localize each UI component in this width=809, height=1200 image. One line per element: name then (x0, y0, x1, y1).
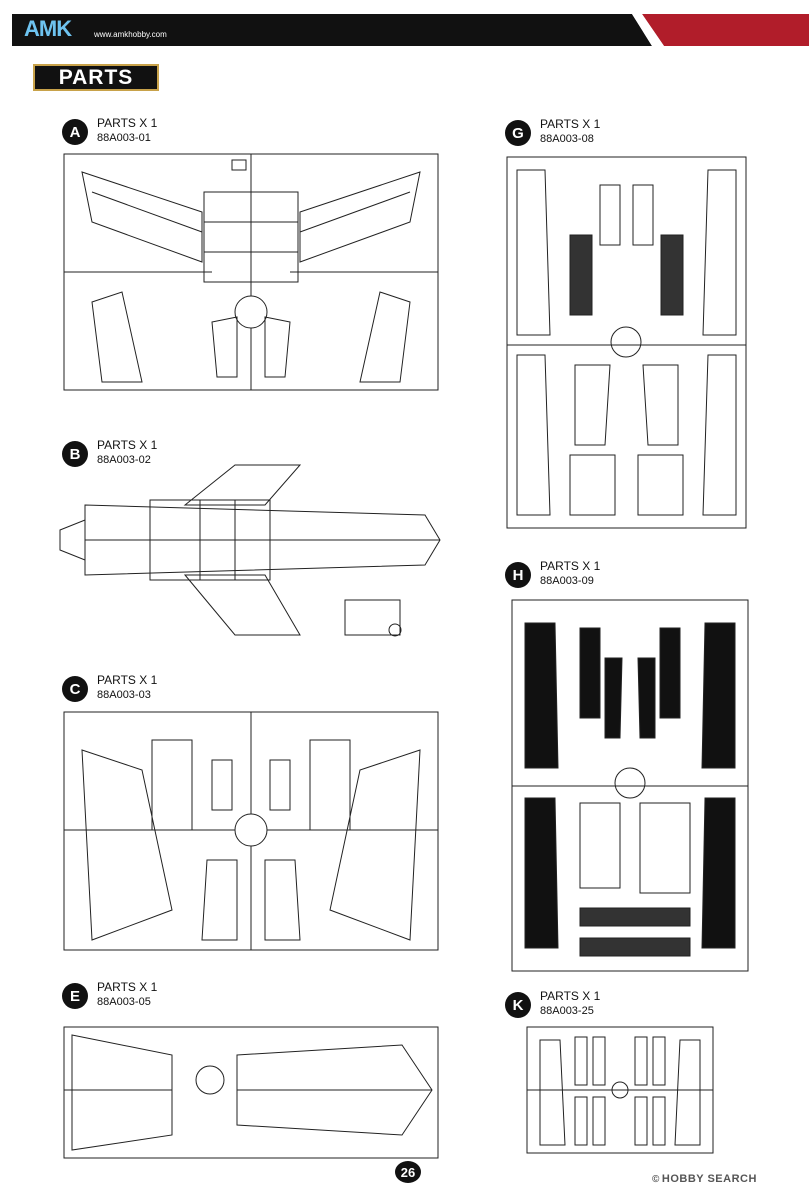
sprue-code: 88A003-09 (540, 575, 594, 587)
sprue-badge-h: H (505, 562, 531, 588)
sprue-label-b: PARTS X 1 88A003-02 (97, 438, 157, 468)
sprue-quantity: PARTS X 1 (540, 559, 601, 573)
sprue-diagram-c (62, 710, 440, 952)
sprue-quantity: PARTS X 1 (540, 117, 601, 131)
sprue-label-a: PARTS X 1 88A003-01 (97, 116, 157, 146)
sprue-label-c: PARTS X 1 88A003-03 (97, 673, 157, 703)
sprue-badge-k: K (505, 992, 531, 1018)
sprue-label-e: PARTS X 1 88A003-05 (97, 980, 157, 1010)
watermark-symbol: © (652, 1174, 660, 1185)
header-bar-graphic (12, 14, 809, 46)
website-url: www.amkhobby.com (94, 30, 167, 39)
sprue-badge-e: E (62, 983, 88, 1009)
sprue-badge-g: G (505, 120, 531, 146)
sprue-code: 88A003-03 (97, 689, 151, 701)
sprue-badge-b: B (62, 441, 88, 467)
sprue-quantity: PARTS X 1 (97, 438, 158, 452)
sprue-badge-a: A (62, 119, 88, 145)
sprue-diagram-b (55, 460, 455, 645)
sprue-diagram-a (62, 152, 440, 392)
sprue-diagram-k (525, 1025, 715, 1155)
sprue-code: 88A003-08 (540, 133, 594, 145)
sprue-label-h: PARTS X 1 88A003-09 (540, 559, 600, 589)
sprue-code: 88A003-01 (97, 132, 151, 144)
sprue-label-k: PARTS X 1 88A003-25 (540, 989, 600, 1019)
section-title: PARTS (33, 64, 159, 91)
watermark: ©HOBBY SEARCH (652, 1173, 757, 1185)
sprue-code: 88A003-25 (540, 1005, 594, 1017)
sprue-diagram-h (510, 598, 750, 973)
sprue-diagram-e (62, 1025, 440, 1160)
sprue-quantity: PARTS X 1 (540, 989, 601, 1003)
sprue-quantity: PARTS X 1 (97, 980, 158, 994)
sprue-diagram-g (505, 155, 748, 530)
sprue-quantity: PARTS X 1 (97, 116, 158, 130)
sprue-label-g: PARTS X 1 88A003-08 (540, 117, 600, 147)
brand-logo: AMK (24, 16, 72, 41)
watermark-text: HOBBY SEARCH (661, 1173, 757, 1185)
page-number: 26 (395, 1161, 421, 1183)
sprue-code: 88A003-02 (97, 454, 151, 466)
header-bar (12, 14, 809, 46)
sprue-quantity: PARTS X 1 (97, 673, 158, 687)
sprue-badge-c: C (62, 676, 88, 702)
sprue-code: 88A003-05 (97, 996, 151, 1008)
